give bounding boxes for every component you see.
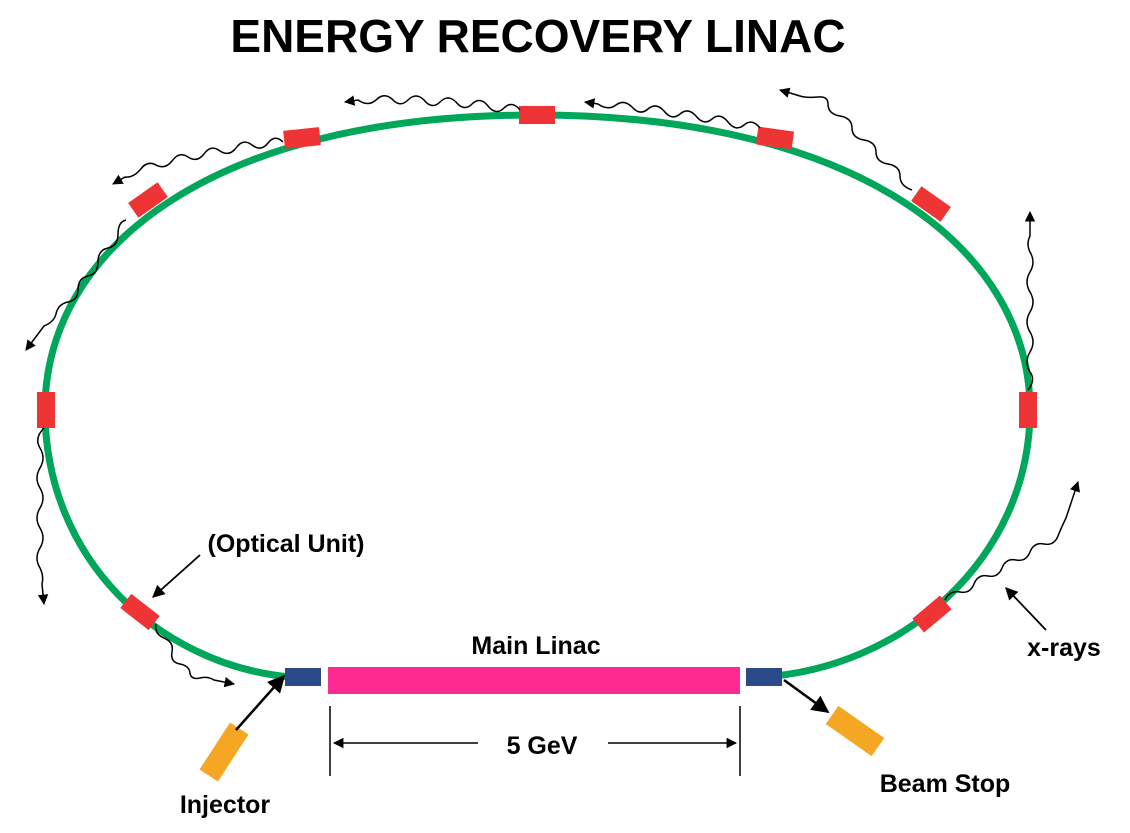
xray-emissions-group: [25, 87, 1080, 688]
diagram-title: ENERGY RECOVERY LINAC: [230, 10, 845, 62]
optical-unit: [1019, 392, 1037, 428]
optical-unit: [911, 186, 951, 222]
main-linac-label: Main Linac: [471, 632, 600, 660]
xray-wave: [1024, 210, 1036, 391]
injector-merger-magnet: [285, 668, 321, 686]
beamstop-merger-magnet: [746, 668, 782, 686]
xray-wave: [154, 623, 236, 688]
optical-unit: [283, 127, 321, 149]
optical-unit-label: (Optical Unit): [208, 530, 365, 558]
injector-label: Injector: [180, 791, 271, 819]
xray-wave: [112, 137, 284, 185]
xrays-pointer-arrow: [1005, 587, 1047, 631]
injector-block: [199, 722, 249, 782]
xray-wave: [944, 481, 1080, 601]
xrays-label: x-rays: [1027, 634, 1101, 662]
main-linac-bar: [328, 667, 740, 694]
optical-units-group: [37, 106, 1037, 633]
beam-stop-label: Beam Stop: [880, 770, 1011, 798]
xray-wave: [778, 87, 913, 191]
beam-stop-block: [825, 705, 885, 757]
xray-wave: [343, 95, 521, 113]
xray-wave: [25, 219, 127, 351]
extraction-arrow: [783, 678, 830, 714]
injection-arrow: [235, 674, 286, 731]
optical-unit-pointer-arrow: [152, 554, 201, 598]
optical-unit: [519, 106, 555, 124]
optical-unit: [120, 593, 160, 631]
storage-ring-path: [41, 111, 1034, 681]
xray-wave: [583, 98, 761, 129]
optical-unit: [755, 126, 795, 150]
optical-unit: [37, 392, 55, 428]
optical-unit: [128, 182, 168, 218]
xray-wave: [36, 427, 49, 606]
energy-label: 5 GeV: [507, 732, 578, 760]
optical-unit: [912, 595, 952, 633]
